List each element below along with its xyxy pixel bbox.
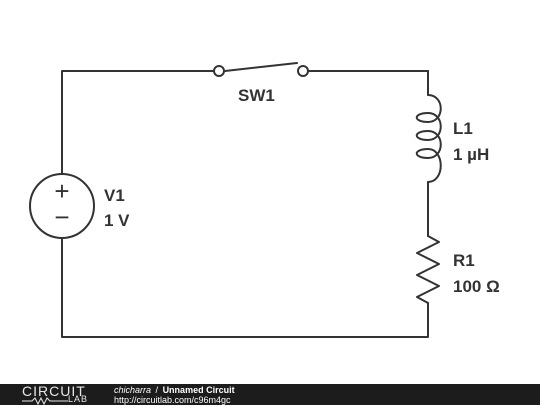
- wire-bottom: [61, 237, 429, 338]
- wire-top-left: [61, 70, 220, 175]
- resistor-name-label: R1: [453, 251, 475, 270]
- logo-resistor-icon: [22, 397, 68, 405]
- resistor-zigzag: [416, 235, 440, 304]
- switch-terminal-left: [213, 65, 225, 77]
- resistor-value-label: 100 Ω: [453, 277, 500, 296]
- source-minus-sign: −: [54, 202, 69, 232]
- switch-terminal-right: [297, 65, 309, 77]
- switch-blade: [224, 62, 298, 72]
- source-name-label: V1: [104, 186, 125, 205]
- footer-username[interactable]: chicharra: [114, 385, 152, 395]
- footer-url-link[interactable]: http://circuitlab.com/c96m4gc: [114, 395, 231, 405]
- switch-label: SW1: [238, 86, 275, 105]
- logo-lab-text: LAB: [68, 394, 89, 404]
- inductor-name-label: L1: [453, 119, 473, 138]
- footer-credit: chicharra / Unnamed Circuit: [114, 385, 235, 395]
- footer-separator: /: [155, 385, 159, 395]
- inductor-value-label: 1 µH: [453, 145, 489, 164]
- footer-circuit-title[interactable]: Unnamed Circuit: [162, 385, 235, 395]
- voltage-source-circle: [29, 173, 95, 239]
- source-plus-sign: +: [54, 176, 69, 206]
- footer-bar: CIRCUIT LAB chicharra / Unnamed Circuit …: [0, 383, 540, 405]
- source-value-label: 1 V: [104, 211, 130, 230]
- inductor-coil: [415, 94, 442, 183]
- logo-circuit-text: CIRCUIT: [22, 383, 86, 399]
